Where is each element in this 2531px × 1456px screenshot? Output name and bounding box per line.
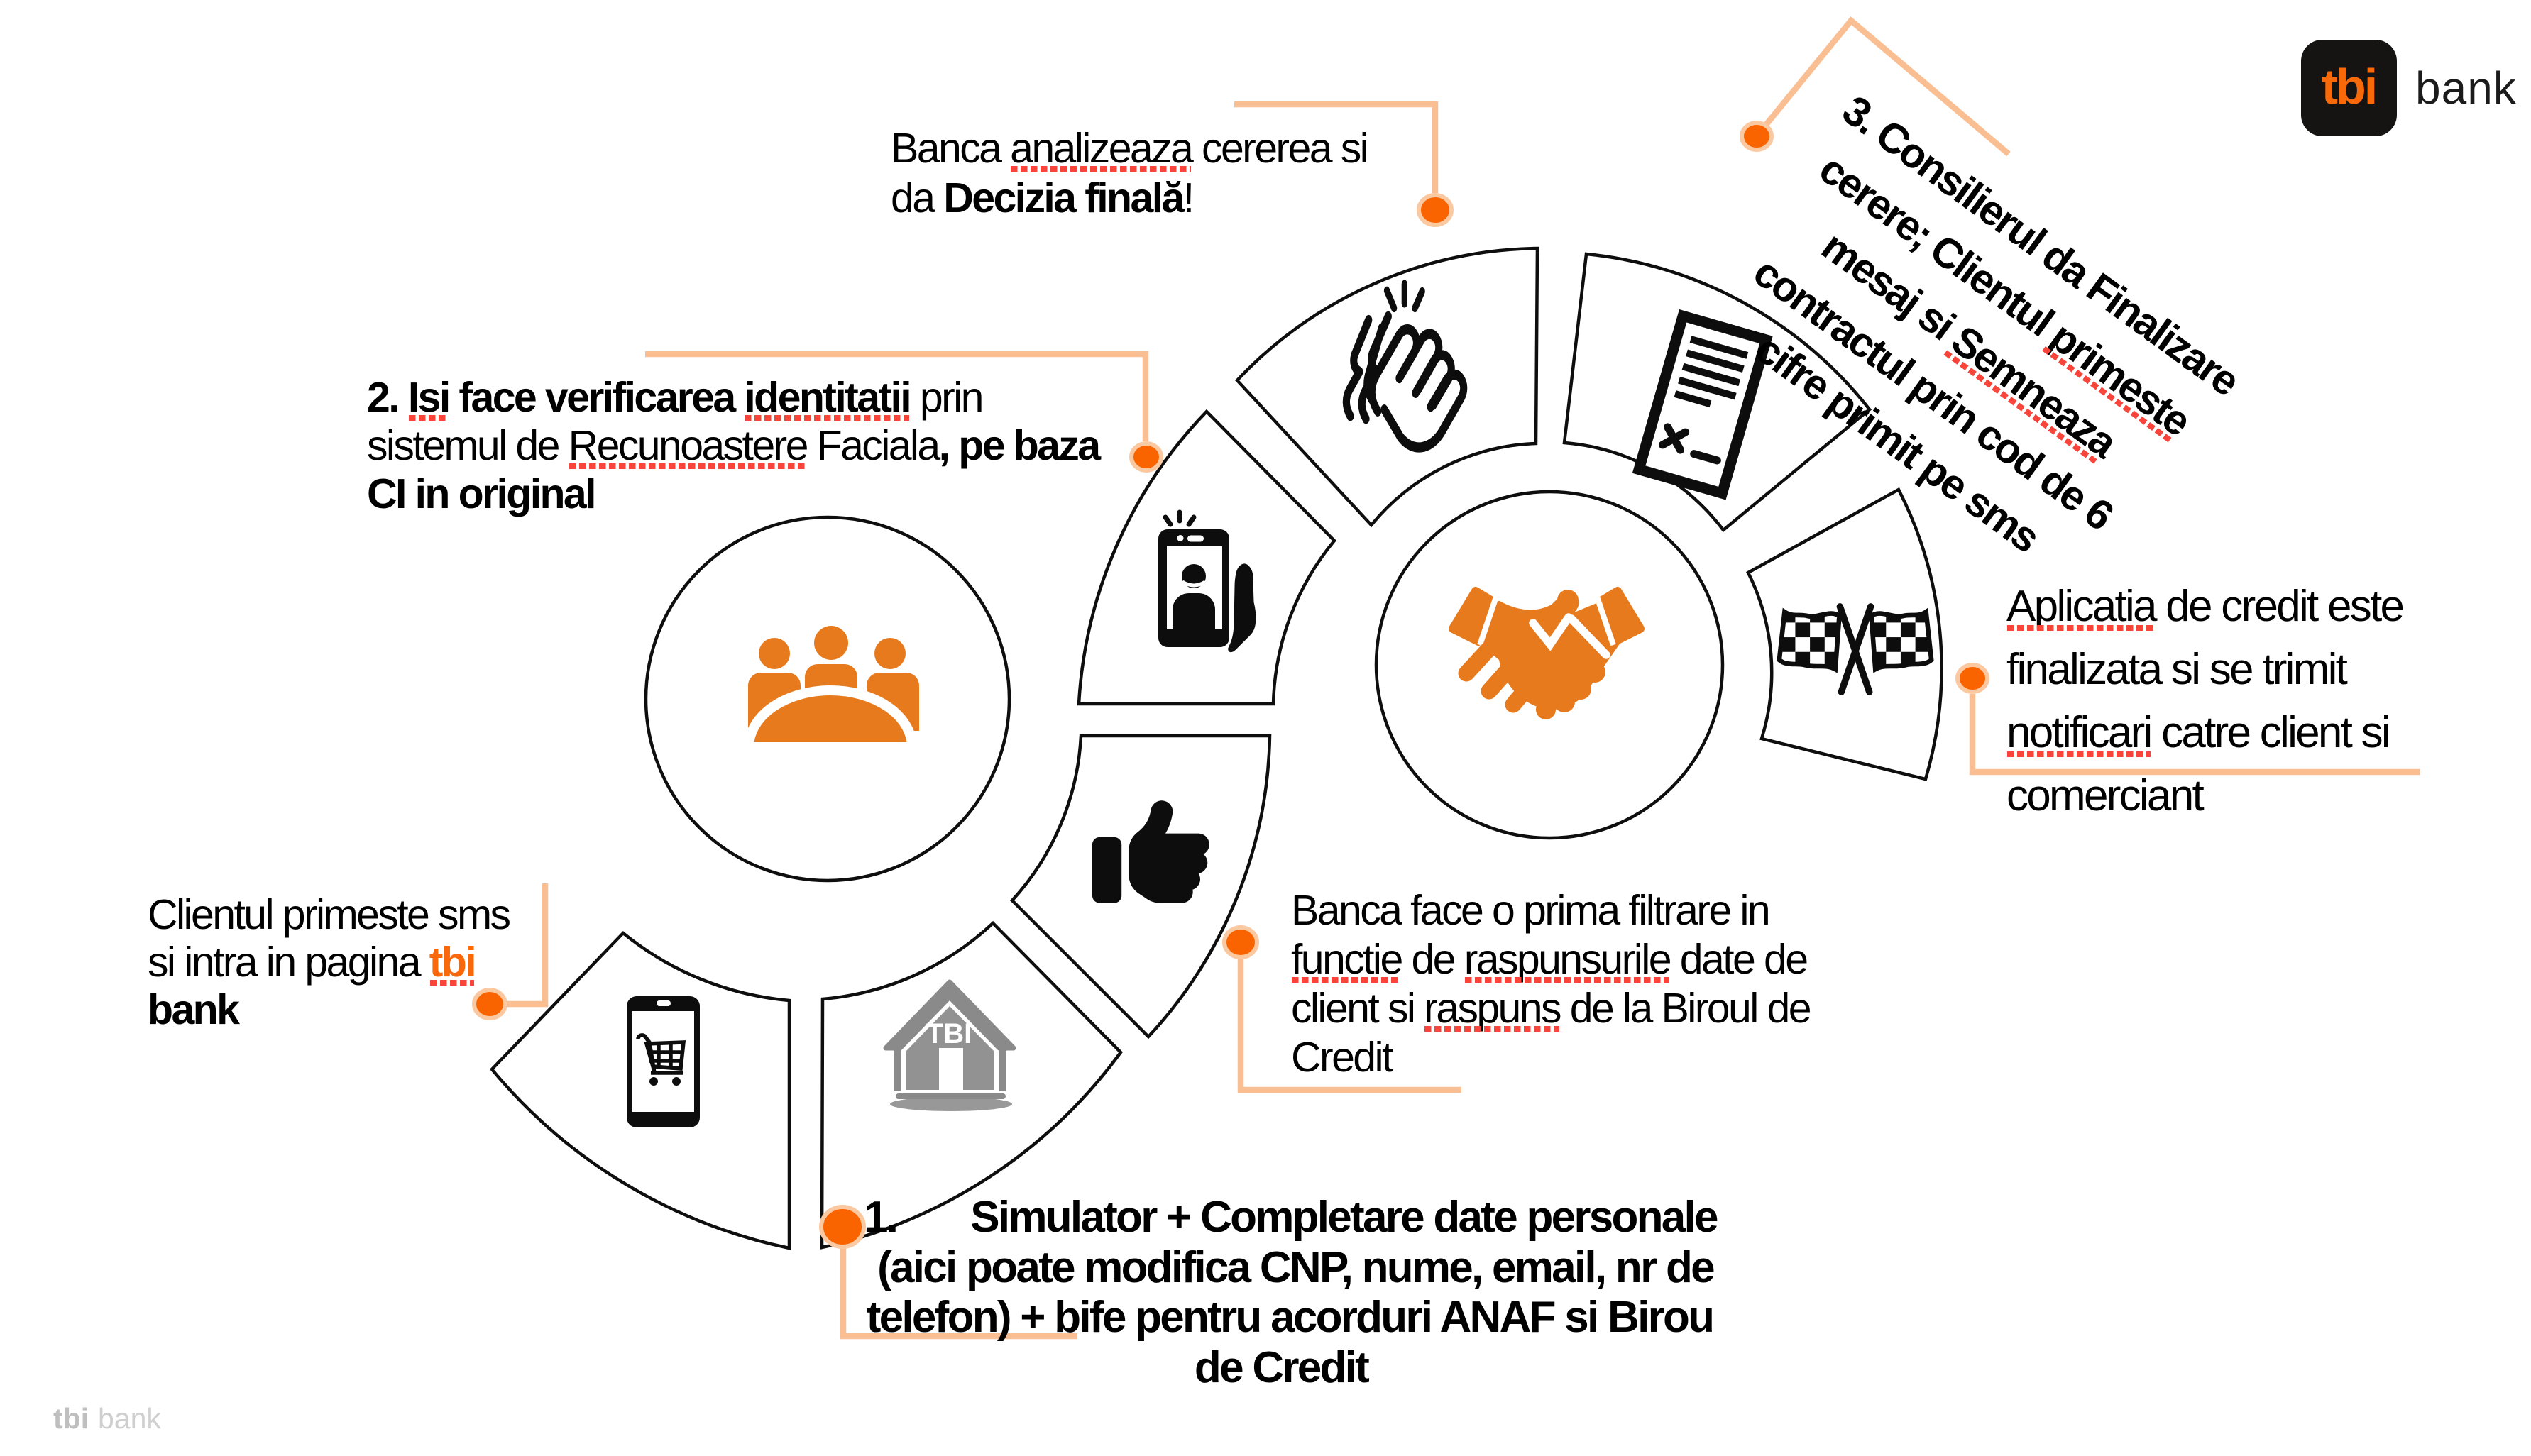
- svg-text:tbi: tbi: [53, 1402, 89, 1435]
- svg-text:tbi: tbi: [2322, 59, 2376, 114]
- svg-text:bank: bank: [98, 1402, 161, 1435]
- svg-text:bank: bank: [2415, 62, 2517, 114]
- svg-text:TBI: TBI: [926, 1018, 972, 1049]
